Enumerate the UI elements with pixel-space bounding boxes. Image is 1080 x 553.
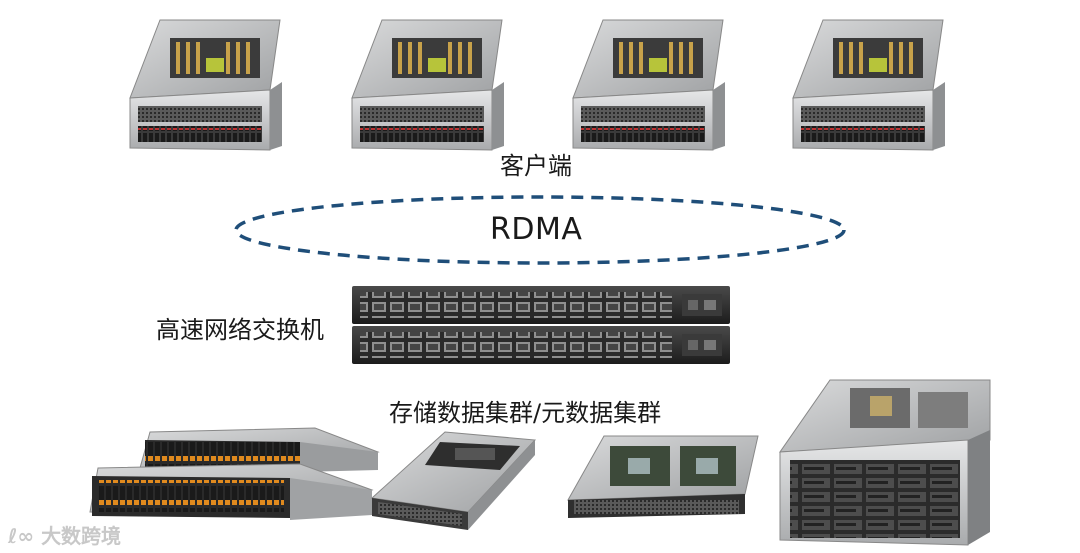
- storage-server-2u: [89, 427, 380, 520]
- network-switch-bottom: [352, 326, 730, 364]
- client-server-4: [792, 19, 946, 151]
- watermark-text: 大数跨境: [41, 524, 122, 548]
- client-server-2: [351, 19, 505, 151]
- client-label: 客户端: [500, 152, 572, 180]
- switch-label: 高速网络交换机: [156, 316, 324, 344]
- client-server-1: [129, 19, 283, 151]
- storage-server-1u-b: [567, 435, 759, 518]
- rdma-network-ellipse: [234, 195, 846, 265]
- watermark-logo-icon: ℓ∞: [8, 524, 35, 548]
- storage-cluster-label: 存储数据集群/元数据集群: [389, 399, 662, 427]
- storage-server-4u: [779, 379, 991, 546]
- client-server-3: [572, 19, 726, 151]
- watermark: ℓ∞ 大数跨境: [8, 520, 121, 549]
- storage-server-1u-a: [370, 431, 537, 530]
- network-switch-top: [352, 286, 730, 324]
- rdma-label: RDMA: [490, 212, 583, 247]
